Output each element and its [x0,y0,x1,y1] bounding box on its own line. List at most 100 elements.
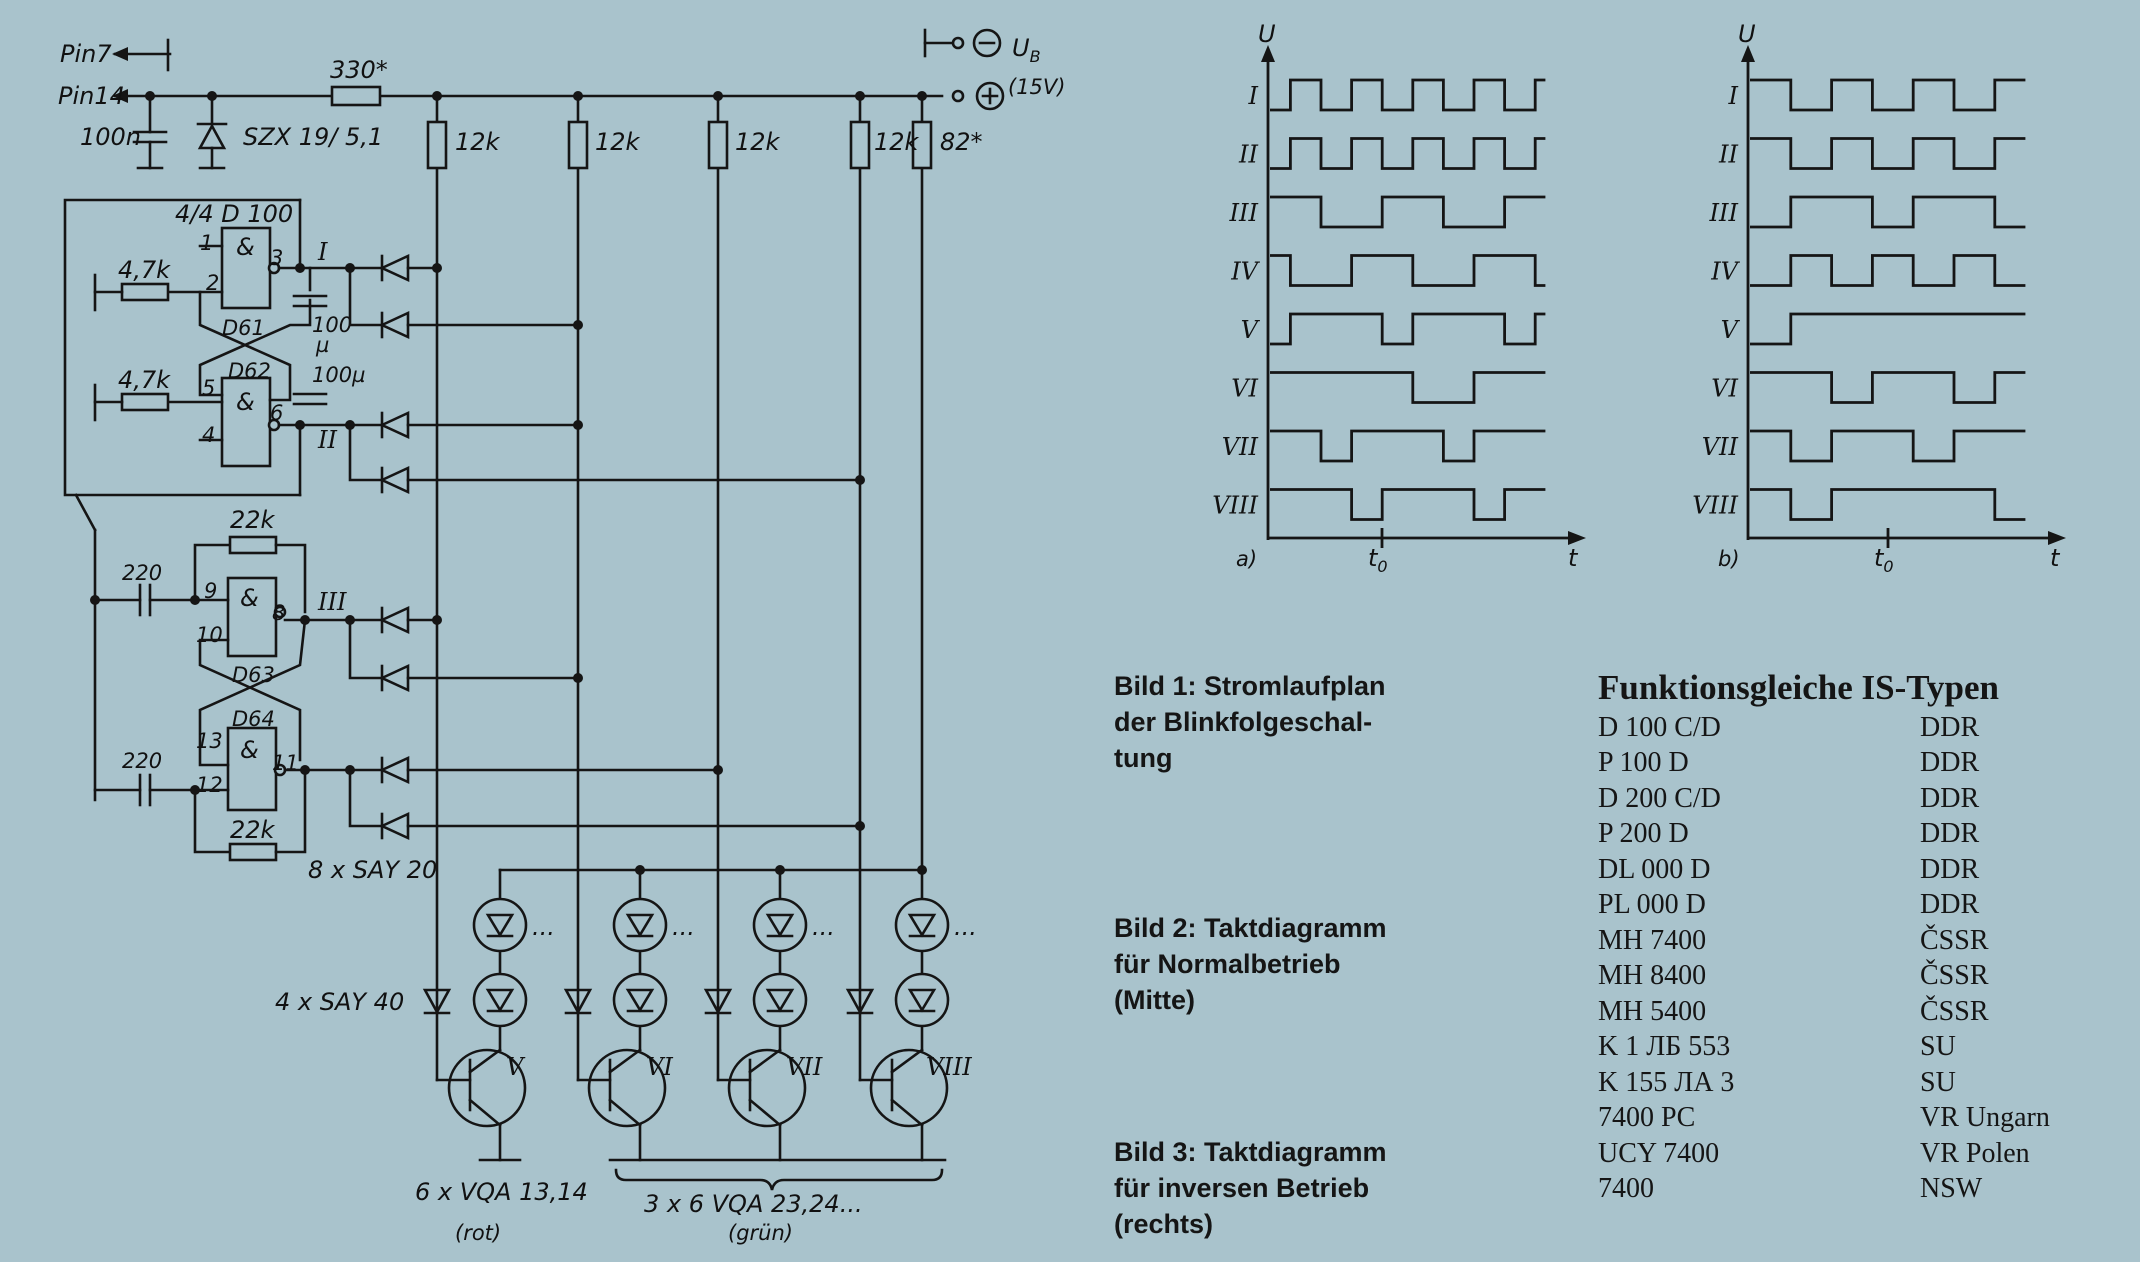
res-12k-label: 12k [735,128,781,156]
res-82-label: 82* [940,128,983,156]
node-ii-label: II [317,426,337,454]
t-axis-arrow-icon [2048,531,2066,545]
country-cell: ČSSR [1920,924,1989,956]
country-cell: DDR [1920,853,1980,885]
country-cell: ČSSR [1920,995,1989,1027]
waveform [1270,137,1546,170]
waveform [1750,488,2026,521]
table-row: MH 5400 ČSSR [1598,994,2098,1030]
waveform-label: I [1248,82,1259,110]
svg-text:6: 6 [270,401,283,425]
ub-label: UB [1012,34,1041,66]
gate-d62-label: D62 [228,359,271,383]
ic-type-cell: P 100 D [1598,747,1689,779]
ic-type-cell: K 155 ЛА 3 [1598,1066,1735,1098]
waveform-label: II [1718,141,1738,169]
schematic: Pin7 Pin14 100n SZX 19/ 5,1 330* UB (15V… [58,28,1065,1245]
ic-type-cell: K 1 ЛБ 553 [1598,1031,1731,1063]
node-iii-label: III [317,588,347,616]
pin14-label: Pin14 [58,82,125,110]
ic-type-cell: MH 5400 [1598,995,1707,1027]
waveform-label: III [1229,199,1259,227]
waveform-label: VIII [1692,492,1738,520]
svg-text:U: U [1258,20,1276,48]
diodes-label: 8 x SAY 20 [308,856,437,884]
waveform-label: IV [1710,258,1740,286]
ic-type-cell: MH 8400 [1598,960,1707,992]
country-cell: ČSSR [1920,960,1989,992]
resistor-12k [707,120,729,170]
t-axis-arrow-icon [1568,531,1586,545]
svg-text:...: ... [954,913,977,941]
u-axis-arrow-icon [1741,45,1755,62]
resistor-12k [849,120,871,170]
leds-red-label: 6 x VQA 13,14 [415,1178,588,1206]
waveform [1270,312,1546,346]
waveform-label: VII [1222,433,1259,461]
caption-bild1: Bild 1: Stromlaufplan der Blinkfolgescha… [1114,671,1386,773]
waveform-label: III [1709,199,1739,227]
waveform [1270,488,1546,521]
cap-100n-label: 100n [80,123,141,151]
timing-diagrams: U t t0 a) U t t0 b) IIIIIIIVVVIVIIVIIIII… [1212,20,2066,576]
waveform [1270,254,1546,287]
waveform [1270,78,1546,112]
minus-icon [972,28,1002,58]
leds-red-color: (rot) [455,1221,501,1245]
svg-text:220: 220 [122,561,162,585]
svg-text:8: 8 [272,601,285,625]
gate-d64-label: D64 [232,707,275,731]
svg-text:2: 2 [206,271,219,295]
pin7-arrow-icon [112,47,128,61]
waveform [1270,195,1546,229]
ic-type-cell: P 200 D [1598,818,1689,850]
leds-green-color: (grün) [728,1221,793,1245]
svg-text:100: 100 [312,313,352,337]
resistor-22k [228,842,278,862]
say40-diodes [422,988,875,1015]
svg-text:...: ... [532,913,555,941]
led-pair-1 [472,897,528,1028]
ic-type-cell: DL 000 D [1598,853,1711,885]
svg-text:b): b) [1718,547,1740,571]
svg-text:11: 11 [272,751,299,775]
svg-text:5: 5 [202,376,215,400]
svg-text:a): a) [1236,547,1257,571]
country-cell: VR Polen [1920,1137,2030,1169]
country-cell: NSW [1920,1173,1983,1205]
svg-text:100µ: 100µ [312,363,365,387]
waveform-label: V [1241,316,1261,344]
waveform-label: VI [1711,375,1738,403]
plus-icon [975,81,1005,111]
svg-text:22k: 22k [230,816,276,844]
svg-text:220: 220 [122,749,162,773]
gate-d61-label: D61 [222,316,265,340]
svg-text:&: & [236,388,255,416]
res-12k-label: 12k [455,128,501,156]
svg-text:...: ... [672,913,695,941]
ic-type-cell: 7400 PC [1598,1102,1696,1134]
led-pair-3 [752,897,808,1028]
junction-dots [145,91,927,101]
waveform [1270,429,1546,463]
svg-text:t0: t0 [1874,544,1894,576]
ic-type-cell: PL 000 D [1598,889,1706,921]
country-cell: SU [1920,1066,1956,1098]
led-pair-2 [612,897,668,1028]
leds-green-label: 3 x 6 VQA 23,24... [644,1190,863,1218]
terminal-plus [951,89,965,103]
led-pair-4 [894,897,950,1028]
svg-text:&: & [236,233,255,261]
svg-text:VII: VII [786,1053,823,1081]
caption-bild3: Bild 3: Taktdiagramm für inversen Betrie… [1114,1137,1387,1239]
